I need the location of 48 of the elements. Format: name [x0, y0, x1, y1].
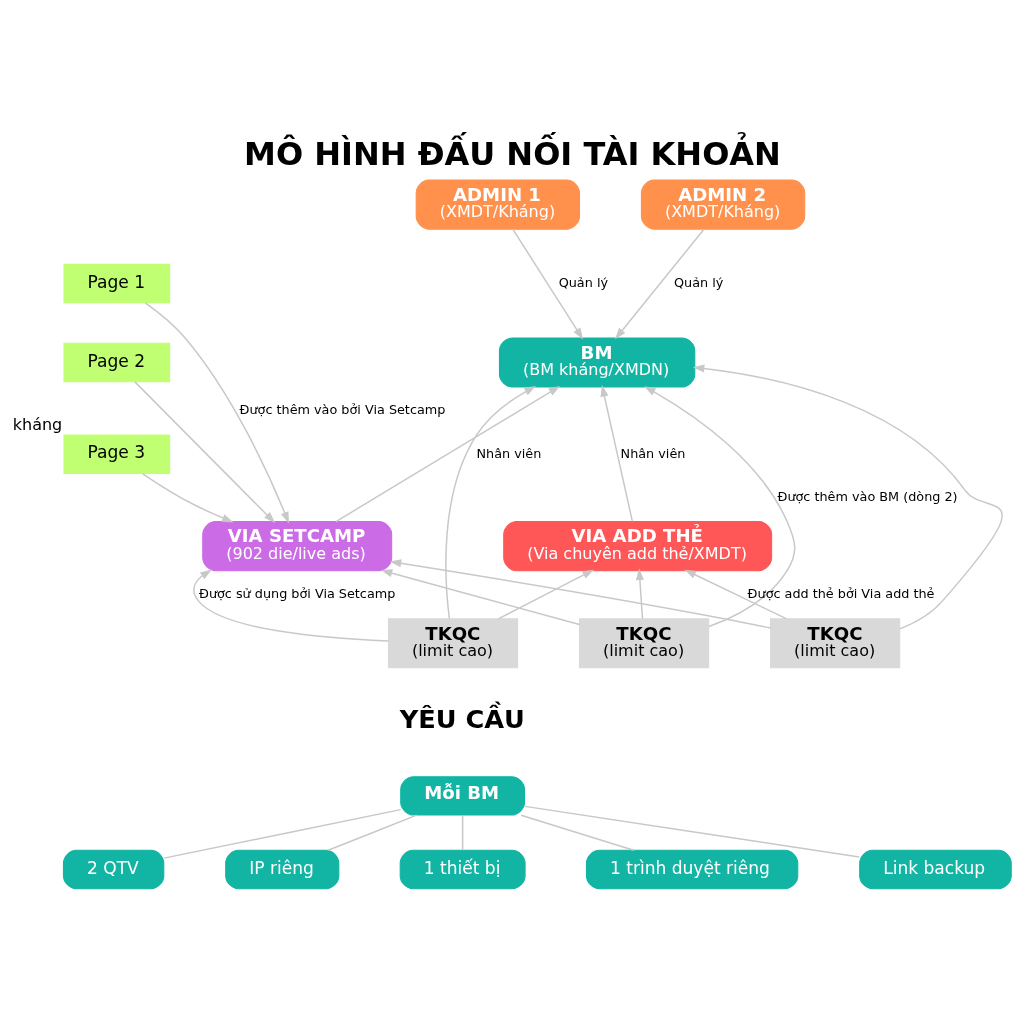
arrow [600, 384, 634, 522]
node-box: Page 2 [63, 342, 171, 382]
node-box: Link backup [859, 849, 1012, 889]
arrow [512, 228, 584, 339]
arrow [142, 472, 234, 522]
edge-label: Nhân viên [476, 445, 542, 461]
node-box: Page 1 [63, 263, 171, 303]
node-box: BM (BM kháng/XMDN) [498, 336, 696, 388]
edge-label: Quản lý [673, 274, 724, 290]
arrow [389, 558, 772, 629]
arrow [445, 385, 536, 619]
connector [327, 813, 418, 851]
connector [461, 814, 464, 851]
node-box: 2 QTV [62, 849, 165, 889]
connector [163, 808, 402, 859]
node-box: TKQC (limit cao) [578, 617, 710, 668]
node-box: ADMIN 1 (XMDT/Kháng) [415, 179, 581, 230]
node-box: Page 3 [63, 434, 171, 474]
edge-label: Được add thẻ bởi Via add thẻ [747, 585, 935, 601]
label: YÊU CẦU [399, 703, 525, 734]
arrow [684, 569, 787, 619]
node-box: VIA ADD THẺ (Via chuyên add thẻ/XMDT) [503, 520, 773, 571]
edge-label: Được thêm vào BM (dòng 2) [777, 488, 958, 504]
arrow [134, 380, 276, 523]
node-box: ADMIN 2 (XMDT/Kháng) [640, 179, 806, 230]
connector [520, 813, 635, 851]
arrow [692, 363, 1003, 630]
arrow [498, 569, 595, 619]
node-label: kháng [12, 414, 63, 434]
arrow [615, 228, 705, 339]
node-box: TKQC (limit cao) [387, 617, 519, 668]
node-box: IP riêng [225, 849, 340, 889]
connector [524, 805, 861, 858]
arrow [144, 301, 290, 523]
arrow [193, 569, 390, 642]
arrow [335, 385, 561, 522]
node-box: 1 trình duyệt riêng [585, 849, 799, 889]
arrow [635, 567, 644, 619]
node-box: VIA SETCAMP (902 die/live ads) [202, 520, 393, 571]
arrow [380, 568, 581, 625]
edge-label: Được sử dụng bởi Via Setcamp [199, 585, 396, 601]
edge-label: Quản lý [558, 274, 609, 290]
edge-label: Được thêm vào bởi Via Setcamp [239, 401, 446, 417]
node-box: Mỗi BM [400, 775, 526, 816]
arrow [644, 385, 796, 627]
node-box: 1 thiết bị [399, 849, 526, 889]
edge-label: Nhân viên [620, 445, 686, 461]
node-box: TKQC (limit cao) [770, 617, 901, 668]
